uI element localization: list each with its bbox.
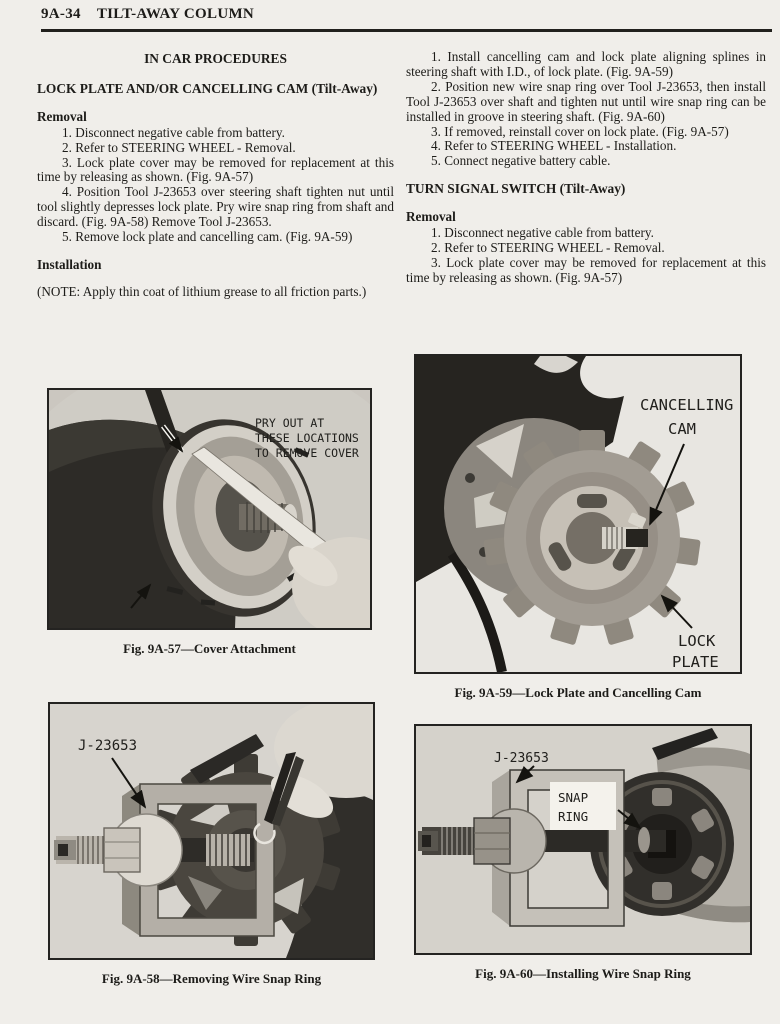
figure-9a58-photo: J-23653	[48, 702, 375, 960]
hazard-knob-lever	[652, 728, 718, 760]
page-number: 9A-34	[41, 6, 81, 22]
figure-9a59-photo: CANCELLING CAM LOCK PLATE	[414, 354, 742, 674]
figure-9a57: PRY OUT AT THESE LOCATIONS TO REMOVE COV…	[47, 388, 372, 656]
cancelling-cam-label-line1: CANCELLING	[640, 396, 733, 414]
lock-plate-cam-illustration: CANCELLING CAM LOCK PLATE	[416, 356, 740, 672]
turn-signal-removal-heading: Removal	[406, 209, 456, 225]
lock-plate	[483, 430, 701, 645]
installation-step: 4. Refer to STEERING WHEEL - Installatio…	[431, 138, 677, 154]
figure-9a58-caption: Fig. 9A-58—Removing Wire Snap Ring	[101, 971, 322, 986]
wire-snap-ring	[638, 827, 650, 853]
section-heading: IN CAR PROCEDURES	[144, 51, 287, 66]
pry-label-line3: TO REMOVE COVER	[255, 446, 359, 460]
snap-ring-label-line1: SNAP	[558, 790, 588, 805]
removal-step: 4. Position Tool J-23653 over steering s…	[37, 184, 394, 230]
installation-step: 2. Position new wire snap ring over Tool…	[406, 78, 766, 124]
lock-plate-label-line1: LOCK	[678, 632, 716, 650]
figure-9a60-caption: Fig. 9A-60—Installing Wire Snap Ring	[475, 966, 691, 981]
installation-step: 1. Install cancelling cam and lock plate…	[406, 49, 766, 79]
snap-ring-label-box	[550, 782, 616, 830]
removal-step: 5. Remove lock plate and cancelling cam.…	[62, 229, 353, 245]
removal-step: 3. Lock plate cover may be removed for r…	[37, 154, 394, 185]
pliers	[264, 752, 296, 824]
page-header: 9A-34 TILT-AWAY COLUMN	[41, 6, 254, 23]
tightening-nut	[473, 817, 511, 865]
installation-step: 5. Connect negative battery cable.	[431, 153, 611, 169]
turn-signal-step: 1. Disconnect negative cable from batter…	[431, 225, 654, 241]
tool-label: J-23653	[78, 738, 137, 754]
removing-snap-ring-illustration: J-23653	[50, 704, 373, 958]
installation-heading: Installation	[37, 256, 102, 272]
installation-step: 3. If removed, reinstall cover on lock p…	[431, 123, 729, 139]
pry-location-arrow-icon	[161, 424, 184, 453]
lock-plate-label-line2: PLATE	[672, 653, 719, 671]
header-rule	[41, 29, 772, 32]
figure-9a59: CANCELLING CAM LOCK PLATE Fig. 9A-59—Loc…	[414, 354, 742, 700]
right-column: 1. Install cancelling cam and lock plate…	[406, 49, 766, 286]
tightening-nut	[103, 827, 141, 873]
figure-9a59-caption: Fig. 9A-59—Lock Plate and Cancelling Cam	[454, 685, 702, 700]
tool-arrow-icon	[515, 765, 535, 784]
figure-9a57-caption: Fig. 9A-57—Cover Attachment	[123, 641, 296, 656]
pry-label-line1: PRY OUT AT	[255, 416, 324, 430]
hand	[274, 704, 373, 798]
lock-plate-heading: LOCK PLATE AND/OR CANCELLING CAM (Tilt-A…	[37, 80, 378, 96]
figure-9a58: J-23653 Fig. 9A-58—Removing Wire Snap Ri…	[48, 702, 375, 986]
snap-ring-arrow-icon	[617, 809, 642, 830]
snap-ring-label-line2: RING	[558, 809, 588, 824]
removal-heading: Removal	[37, 108, 87, 124]
pry-label-line2: THESE LOCATIONS	[255, 431, 359, 445]
hazard-knob-lever	[190, 734, 264, 784]
lock-plate-arrow-icon	[660, 594, 693, 629]
left-column: IN CAR PROCEDURES LOCK PLATE AND/OR CANC…	[37, 51, 394, 300]
turn-signal-step: 3. Lock plate cover may be removed for r…	[406, 254, 766, 285]
cancelling-cam-label-line2: CAM	[668, 420, 696, 438]
installing-snap-ring-illustration: SNAP RING J-23653	[416, 726, 750, 953]
pry-location-arrow-icon	[130, 583, 152, 609]
steering-shaft	[526, 830, 666, 852]
cancelling-cam-arrow-icon	[649, 443, 685, 526]
turn-signal-heading: TURN SIGNAL SWITCH (Tilt-Away)	[406, 181, 626, 197]
figure-9a60-photo: SNAP RING J-23653	[414, 724, 752, 955]
turn-signal-step: 2. Refer to STEERING WHEEL - Removal.	[431, 239, 665, 255]
figure-9a60: SNAP RING J-23653 Fig. 9A-60—Installing …	[414, 724, 752, 981]
removal-step: 2. Refer to STEERING WHEEL - Removal.	[62, 139, 296, 155]
tool-arrow-icon	[111, 757, 147, 809]
figure-9a57-photo: PRY OUT AT THESE LOCATIONS TO REMOVE COV…	[47, 388, 372, 630]
page-title: TILT-AWAY COLUMN	[96, 6, 255, 22]
installation-note: (NOTE: Apply thin coat of lithium grease…	[37, 283, 367, 299]
wire-snap-ring	[253, 822, 276, 845]
tool-label: J-23653	[494, 751, 549, 766]
removal-step: 1. Disconnect negative cable from batter…	[62, 124, 285, 140]
wiring-cable	[447, 551, 507, 672]
cover-attachment-illustration: PRY OUT AT THESE LOCATIONS TO REMOVE COV…	[49, 390, 370, 628]
